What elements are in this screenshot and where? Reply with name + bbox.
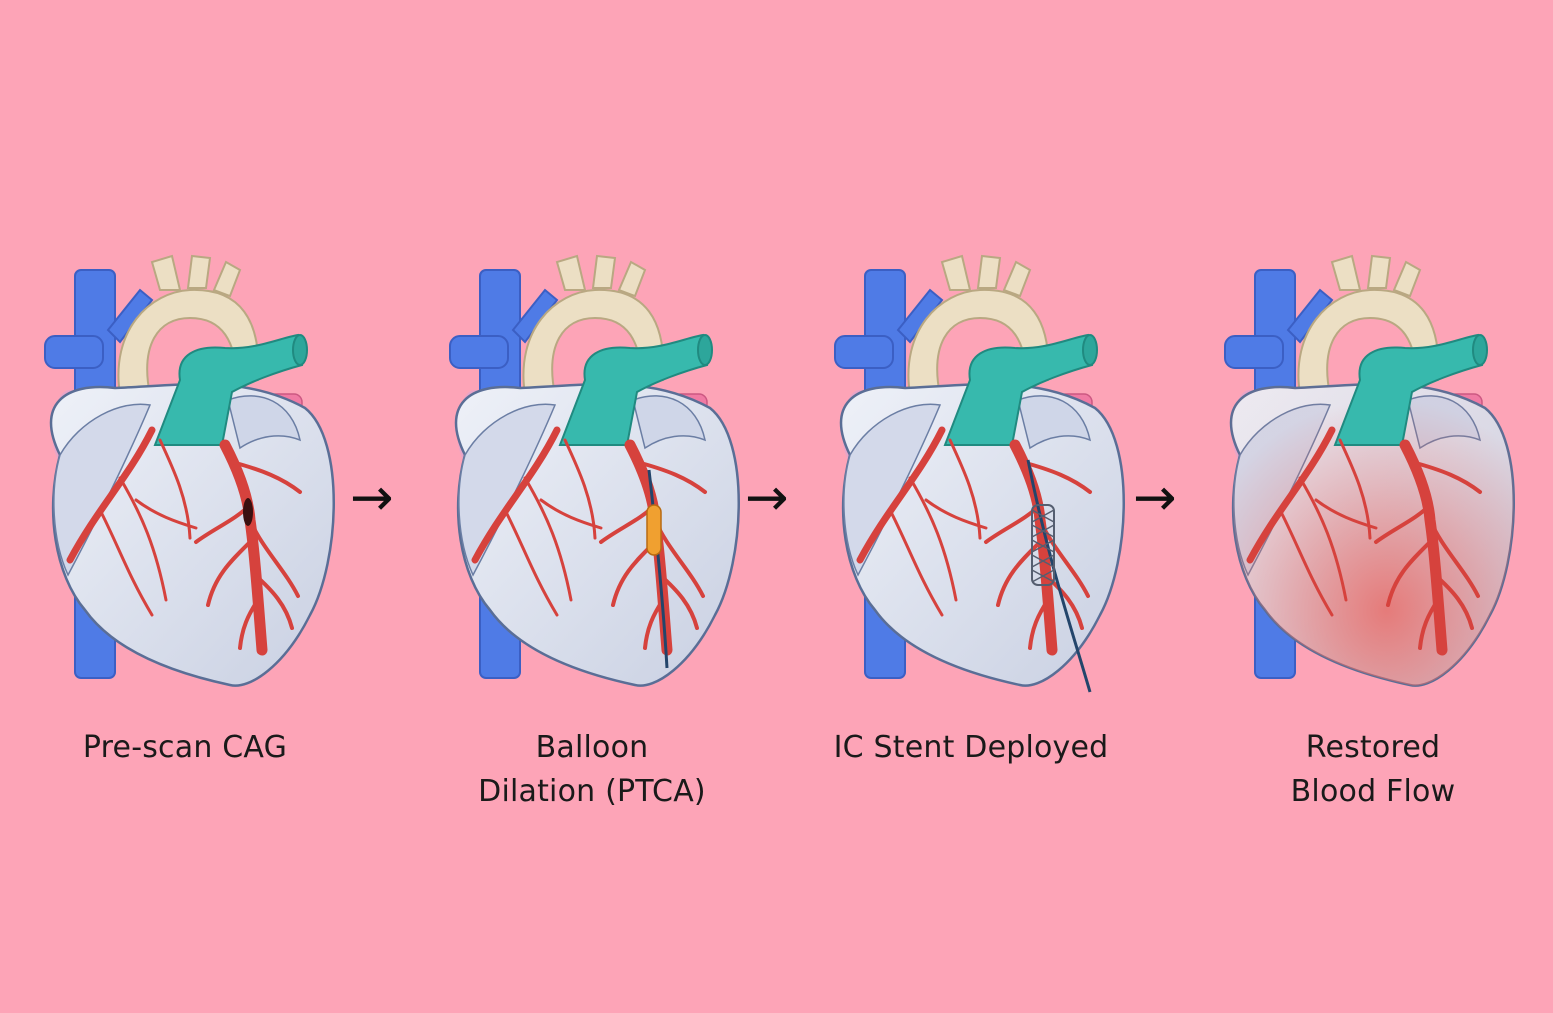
heart-with-balloon-catheter-icon bbox=[449, 254, 740, 687]
heart-with-blockage-icon bbox=[44, 254, 335, 687]
step-2-label-line-2: Dilation (PTCA) bbox=[478, 774, 706, 809]
arrow-icon: → bbox=[745, 468, 789, 528]
step-2-label: Balloon Dilation (PTCA) bbox=[412, 726, 772, 814]
step-4-label-line-1: Restored bbox=[1305, 730, 1441, 765]
step-3-label-line-1: IC Stent Deployed bbox=[833, 730, 1109, 765]
step-4-label-line-2: Blood Flow bbox=[1290, 774, 1456, 809]
step-4-label: Restored Blood Flow bbox=[1193, 726, 1553, 814]
stent-mesh bbox=[1031, 504, 1055, 586]
step-1-label-line-1: Pre-scan CAG bbox=[82, 730, 288, 765]
heart-with-stent-icon bbox=[834, 254, 1125, 693]
step-3-label: IC Stent Deployed bbox=[791, 726, 1151, 770]
step-2-label-line-1: Balloon bbox=[535, 730, 649, 765]
arrow-icon: → bbox=[350, 468, 394, 528]
heart-with-restored-flow-icon bbox=[1224, 254, 1515, 687]
step-1-label: Pre-scan CAG bbox=[5, 726, 365, 770]
arrow-icon: → bbox=[1133, 468, 1177, 528]
